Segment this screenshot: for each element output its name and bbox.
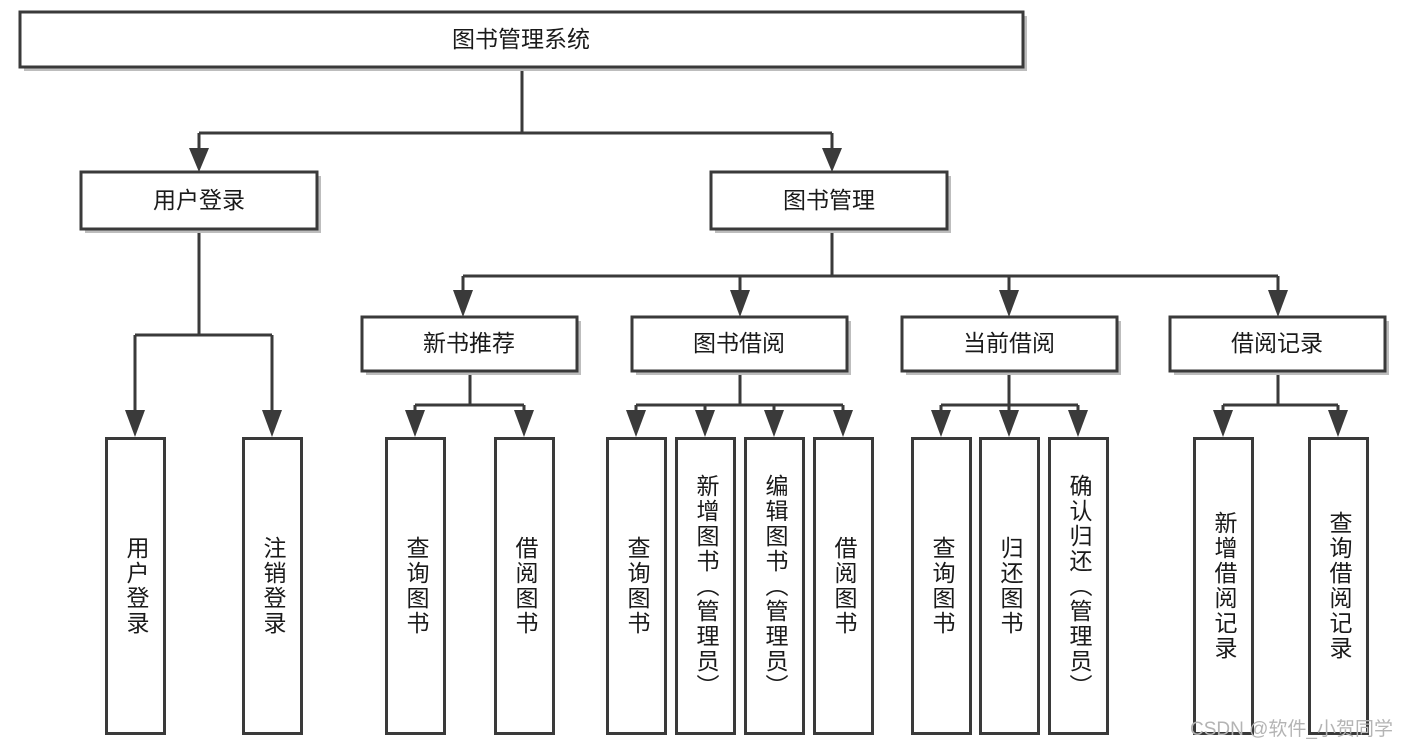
arrow-recommend-l2 — [514, 410, 534, 437]
leaf-box-recommend-borrow-book[interactable]: 借阅图书 — [494, 437, 555, 735]
node-record-box[interactable] — [1168, 315, 1387, 373]
arrow-borrow-l4 — [833, 410, 853, 437]
leaf-label-borrow-borrow-book: 借阅图书 — [831, 536, 857, 636]
node-borrow-label: 图书借阅 — [693, 330, 785, 356]
root-node-box[interactable] — [18, 10, 1025, 69]
leaf-box-current-confirm-return[interactable]: 确认归还（管理员） — [1048, 437, 1109, 735]
leaf-label-recommend-query-book: 查询图书 — [403, 536, 429, 636]
arrow-current-l1 — [931, 410, 951, 437]
arrow-root-to-bookmgmt — [822, 148, 842, 172]
leaf-label-borrow-query-book: 查询图书 — [624, 536, 650, 636]
node-current-label: 当前借阅 — [963, 330, 1055, 356]
leaf-label-current-return-book: 归还图书 — [997, 536, 1023, 636]
arrow-root-to-userlogin — [189, 148, 209, 172]
leaf-label-borrow-edit-book: 编辑图书（管理员） — [762, 473, 788, 699]
leaf-label-current-confirm-return: 确认归还（管理员） — [1066, 473, 1092, 699]
leaf-box-logout[interactable]: 注销登录 — [242, 437, 303, 735]
leaf-label-user-login: 用户登录 — [123, 536, 149, 636]
leaf-label-logout: 注销登录 — [260, 536, 286, 636]
arrow-borrow-l3 — [764, 410, 784, 437]
leaf-box-user-login[interactable]: 用户登录 — [105, 437, 166, 735]
arrow-record-l2 — [1328, 410, 1348, 437]
arrow-borrow-l2 — [695, 410, 715, 437]
node-userlogin-box[interactable] — [79, 170, 319, 231]
root-node-label: 图书管理系统 — [452, 26, 590, 52]
leaf-label-record-add: 新增借阅记录 — [1211, 511, 1237, 661]
node-current-box[interactable] — [900, 315, 1119, 373]
leaf-box-current-query-book[interactable]: 查询图书 — [911, 437, 972, 735]
arrow-bookmgmt-c2 — [730, 290, 750, 317]
arrow-record-l1 — [1213, 410, 1233, 437]
leaf-box-record-query[interactable]: 查询借阅记录 — [1308, 437, 1369, 735]
node-borrow-box[interactable] — [630, 315, 849, 373]
leaf-box-recommend-query-book[interactable]: 查询图书 — [385, 437, 446, 735]
leaf-label-current-query-book: 查询图书 — [929, 536, 955, 636]
arrow-bookmgmt-c1 — [453, 290, 473, 317]
leaf-box-borrow-query-book[interactable]: 查询图书 — [606, 437, 667, 735]
node-bookmgmt-label: 图书管理 — [783, 187, 875, 213]
node-record-label: 借阅记录 — [1231, 330, 1323, 356]
arrow-current-l2 — [999, 410, 1019, 437]
node-bookmgmt-box[interactable] — [709, 170, 949, 231]
leaf-box-borrow-borrow-book[interactable]: 借阅图书 — [813, 437, 874, 735]
arrow-current-l3 — [1068, 410, 1088, 437]
leaf-box-current-return-book[interactable]: 归还图书 — [979, 437, 1040, 735]
node-recommend-box[interactable] — [360, 315, 579, 373]
leaf-label-record-query: 查询借阅记录 — [1326, 511, 1352, 661]
arrow-recommend-l1 — [405, 410, 425, 437]
leaf-label-borrow-add-book: 新增图书（管理员） — [693, 473, 719, 699]
leaf-box-record-add[interactable]: 新增借阅记录 — [1193, 437, 1254, 735]
edge-group — [125, 68, 1348, 437]
arrow-userlogin-b1 — [125, 410, 145, 437]
arrow-bookmgmt-c4 — [1268, 290, 1288, 317]
arrow-borrow-l1 — [626, 410, 646, 437]
node-recommend-label: 新书推荐 — [423, 330, 515, 356]
arrow-userlogin-b2 — [262, 410, 282, 437]
leaf-box-borrow-add-book[interactable]: 新增图书（管理员） — [675, 437, 736, 735]
arrow-bookmgmt-c3 — [999, 290, 1019, 317]
leaf-box-borrow-edit-book[interactable]: 编辑图书（管理员） — [744, 437, 805, 735]
leaf-label-recommend-borrow-book: 借阅图书 — [512, 536, 538, 636]
node-userlogin-label: 用户登录 — [153, 187, 245, 213]
node-group: 图书管理系统 用户登录 图书管理 新书推荐 图书借阅 当前借阅 — [18, 10, 1389, 375]
